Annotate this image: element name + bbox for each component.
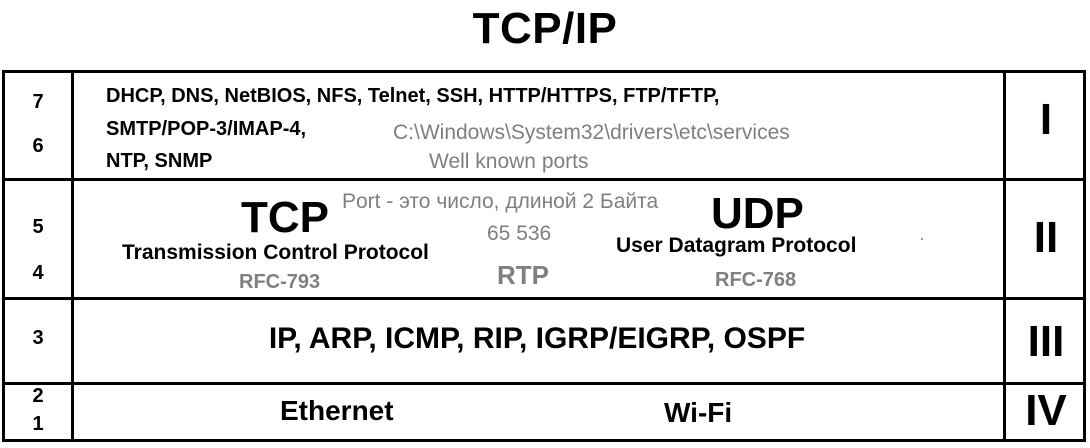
osi-layer-number: 3 bbox=[32, 327, 44, 349]
row-divider bbox=[5, 297, 1083, 300]
port-max-value: 65 536 bbox=[487, 222, 552, 245]
udp-rfc: RFC-768 bbox=[715, 269, 797, 291]
osi-layer-number: 7 bbox=[32, 91, 44, 113]
row-divider bbox=[5, 178, 1083, 181]
diagram-title: TCP/IP bbox=[472, 4, 618, 53]
row-divider bbox=[5, 382, 1083, 385]
tcp-label: TCP bbox=[241, 193, 329, 242]
tcpip-layer-roman: III bbox=[1027, 317, 1065, 366]
osi-layer-number: 1 bbox=[32, 413, 44, 435]
osi-layer-number: 6 bbox=[32, 135, 44, 157]
tcpip-layer-roman: I bbox=[1039, 95, 1053, 144]
stray-dot bbox=[921, 238, 923, 240]
network-protocols: IP, ARP, ICMP, RIP, IGRP/EIGRP, OSPF bbox=[268, 322, 806, 355]
application-protocols-line-2: SMTP/POP-3/IMAP-4, bbox=[106, 118, 307, 140]
tcpip-layer-roman: IV bbox=[1025, 386, 1067, 435]
well-known-ports-note: Well known ports bbox=[429, 150, 589, 173]
column-divider bbox=[1003, 73, 1006, 439]
application-protocols-line-1: DHCP, DNS, NetBIOS, NFS, Telnet, SSH, HT… bbox=[106, 85, 720, 107]
udp-full-name: User Datagram Protocol bbox=[616, 234, 857, 257]
port-note: Port - это число, длиной 2 Байта bbox=[342, 190, 659, 213]
column-divider bbox=[71, 73, 74, 439]
application-protocols-line-3: NTP, SNMP bbox=[106, 150, 213, 172]
wifi-label: Wi-Fi bbox=[664, 397, 733, 428]
rtp-label: RTP bbox=[497, 260, 549, 290]
udp-label: UDP bbox=[711, 189, 804, 238]
ethernet-label: Ethernet bbox=[280, 395, 394, 426]
osi-layer-number: 2 bbox=[32, 385, 44, 407]
services-file-path: C:\Windows\System32\drivers\etc\services bbox=[393, 121, 790, 144]
tcp-rfc: RFC-793 bbox=[239, 271, 321, 293]
osi-layer-number: 4 bbox=[32, 262, 44, 284]
tcp-full-name: Transmission Control Protocol bbox=[122, 241, 429, 264]
tcpip-layer-roman: II bbox=[1033, 213, 1059, 262]
osi-layer-number: 5 bbox=[32, 216, 44, 238]
layer-table: 7 6 DHCP, DNS, NetBIOS, NFS, Telnet, SSH… bbox=[2, 70, 1086, 442]
